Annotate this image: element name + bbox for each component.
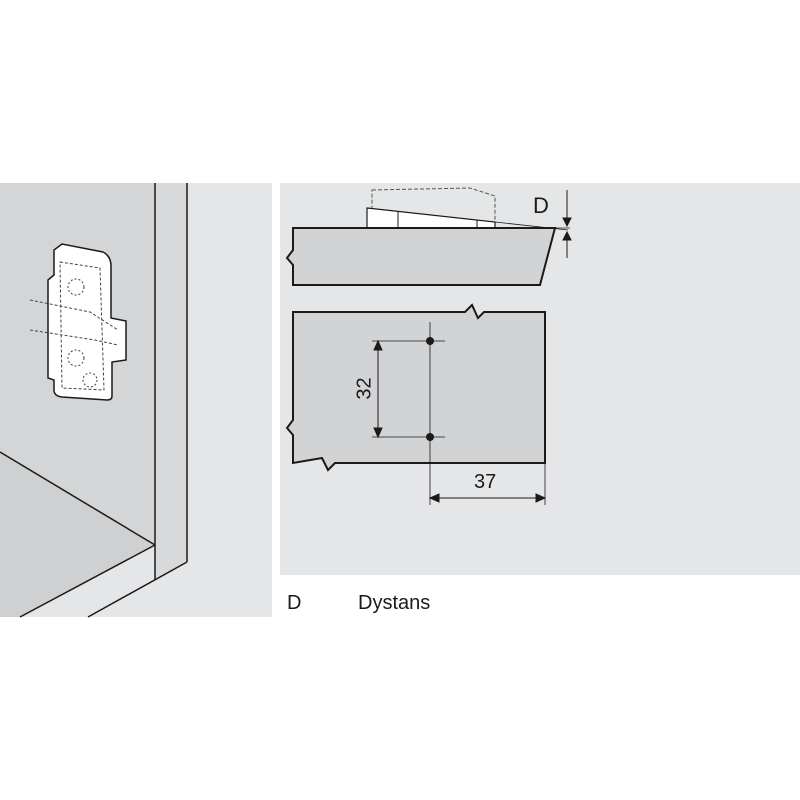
legend-description: Dystans [358,592,431,614]
drill-holes [372,322,445,505]
dimension-37-label: 37 [474,471,497,493]
legend-key: D [287,592,302,614]
technical-drawing [280,183,800,575]
dimension-32-label: 32 [353,377,376,400]
front-board [285,303,546,472]
dimension-37 [428,463,547,505]
cabinet-illustration [0,183,272,618]
top-board [285,227,557,286]
mounting-plate-icon [29,243,127,401]
dimension-32 [373,339,383,439]
distance-label: D [533,193,549,218]
distance-arrow-icon [562,190,572,258]
